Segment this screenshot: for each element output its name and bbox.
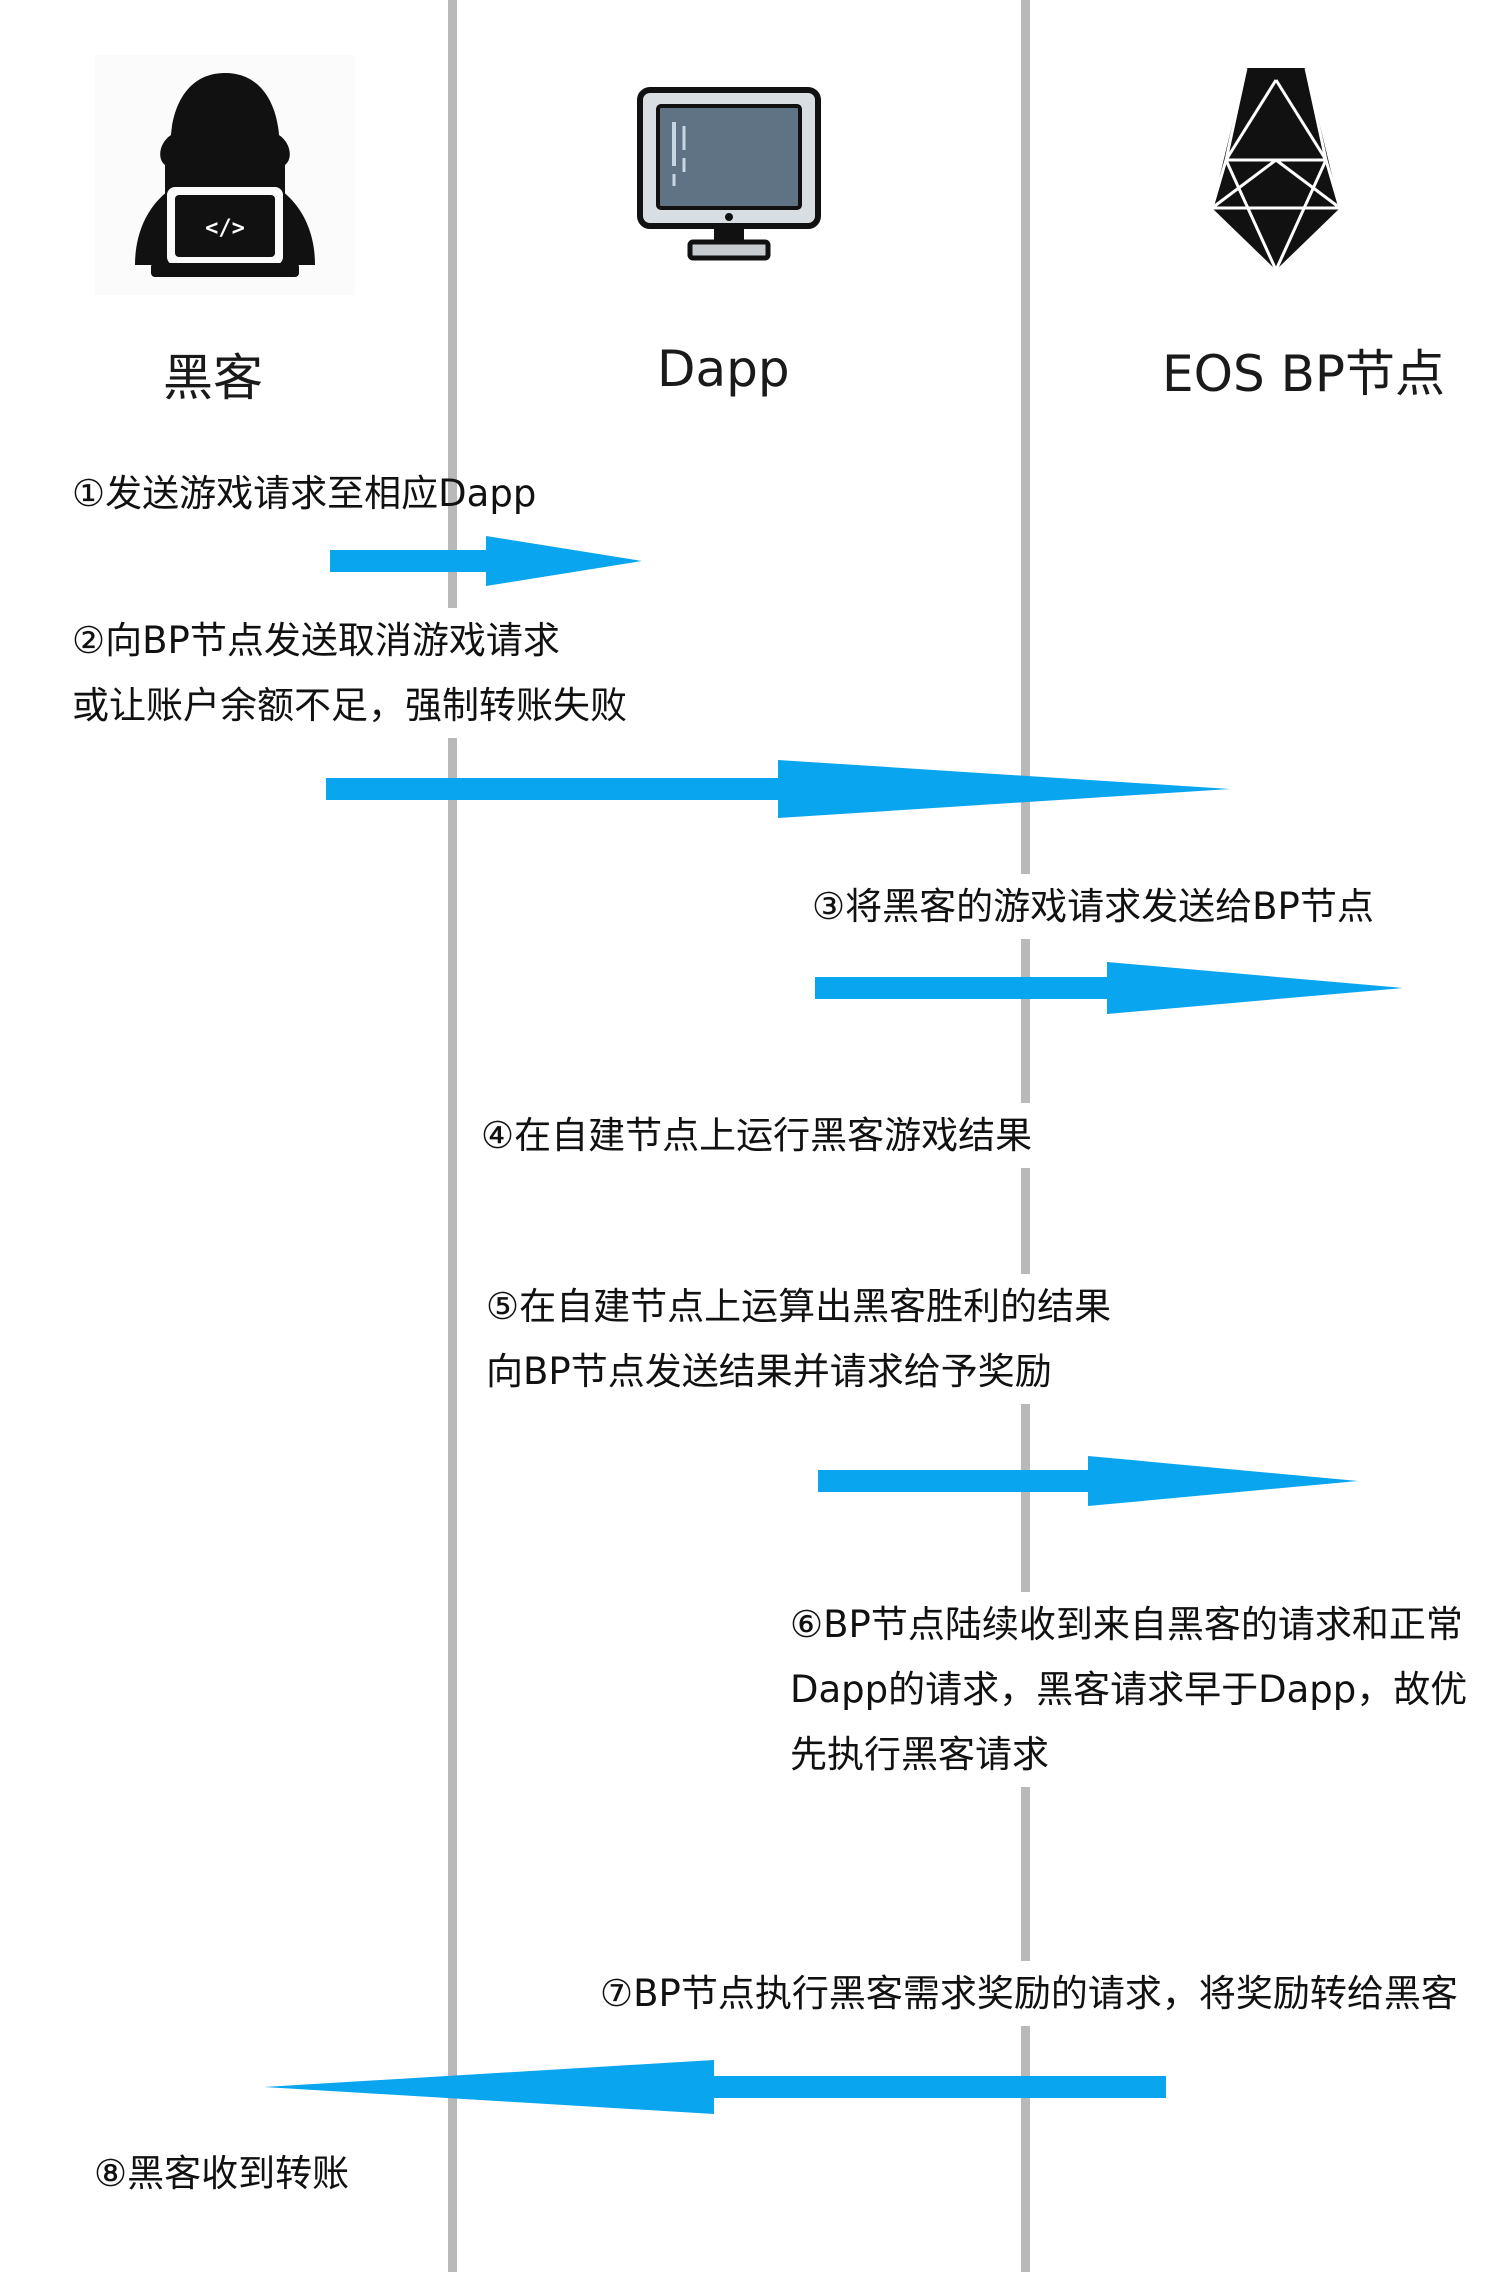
step-3-text: ③将黑客的游戏请求发送给BP节点 [812,874,1374,939]
step-2-line-2: 或让账户余额不足，强制转账失败 [72,673,627,738]
step-1-text: ①发送游戏请求至相应Dapp [72,461,536,526]
step-2-arrow [326,760,1230,818]
actor-label-hacker: 黑客 [163,349,263,407]
actor-label-eos: EOS BP节点 [1162,345,1446,403]
step-3-line-1: ③将黑客的游戏请求发送给BP节点 [812,874,1374,939]
step-6-line-3: 先执行黑客请求 [790,1722,1468,1787]
hooded-hacker-laptop-icon: </> [95,55,355,295]
step-8-text: ⑧黑客收到转账 [94,2141,349,2206]
step-1-arrow [330,536,642,586]
step-5-line-1: ⑤在自建节点上运算出黑客胜利的结果 [486,1274,1112,1339]
step-7-text: ⑦BP节点执行黑客需求奖励的请求，将奖励转给黑客 [600,1961,1458,2026]
step-4-line-1: ④在自建节点上运行黑客游戏结果 [481,1103,1033,1168]
step-4-text: ④在自建节点上运行黑客游戏结果 [481,1103,1033,1168]
step-5-arrow [818,1456,1358,1506]
step-6-line-2: Dapp的请求，黑客请求早于Dapp，故优 [790,1657,1468,1722]
hacker-lifeline [448,0,457,2272]
step-3-arrow [815,962,1403,1014]
step-2-line-1: ②向BP节点发送取消游戏请求 [72,608,627,673]
step-7-line-1: ⑦BP节点执行黑客需求奖励的请求，将奖励转给黑客 [600,1961,1458,2026]
svg-text:</>: </> [205,216,245,241]
actor-label-dapp: Dapp [657,340,790,398]
step-5-text: ⑤在自建节点上运算出黑客胜利的结果 向BP节点发送结果并请求给予奖励 [486,1274,1112,1404]
step-6-text: ⑥BP节点陆续收到来自黑客的请求和正常 Dapp的请求，黑客请求早于Dapp，故… [790,1592,1468,1787]
step-7-arrow [264,2060,1166,2114]
step-6-line-1: ⑥BP节点陆续收到来自黑客的请求和正常 [790,1592,1468,1657]
step-2-text: ②向BP节点发送取消游戏请求 或让账户余额不足，强制转账失败 [72,608,627,738]
step-8-line-1: ⑧黑客收到转账 [94,2152,350,2195]
step-5-line-2: 向BP节点发送结果并请求给予奖励 [486,1339,1112,1404]
computer-monitor-icon [636,86,822,264]
step-1-line-1: ①发送游戏请求至相应Dapp [72,472,537,515]
eos-logo-icon [1210,64,1342,274]
